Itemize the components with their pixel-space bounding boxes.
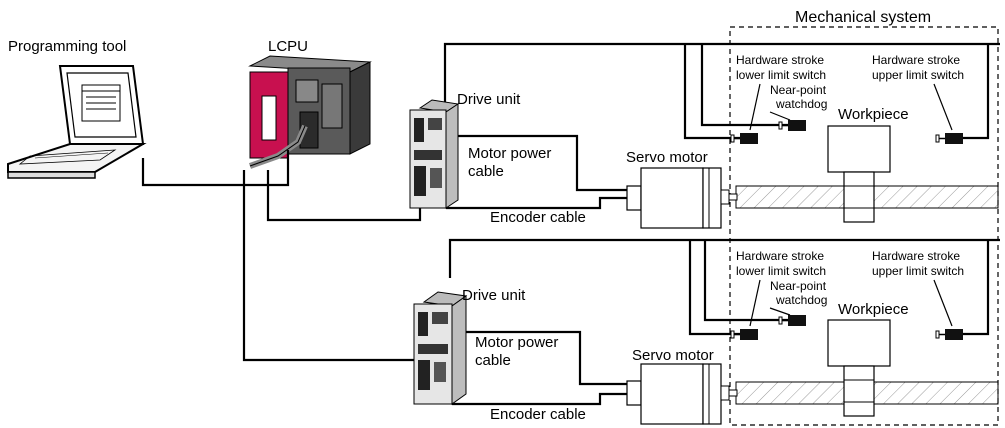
drive-unit-2-label: Drive unit [462,287,526,304]
near-point-2-label-2: watchdog [775,293,827,307]
motor-power-cable-1-label: Motor power [468,145,551,162]
workpiece-1-icon [827,125,891,223]
programming-cable [141,150,290,187]
limit-switch-wire-1 [443,42,1000,108]
upper-limit-switch-1-label-2: upper limit switch [872,68,964,82]
near-point-dog-1-icon [778,119,807,132]
axis-1: Drive unit Motor power cable Encoder cab… [409,42,1000,229]
motor-power-cable-2-label: Motor power [475,334,558,351]
plc-to-drive1-wire [266,170,422,222]
near-point-2-label: Near-point [770,279,827,293]
motor-power-cable-1 [458,134,640,192]
servo-motor-1-icon [626,167,730,229]
plc-unit-icon [248,55,372,159]
mechanical-system-label: Mechanical system [795,9,931,26]
upper-limit-switch-1-icon [935,132,964,145]
encoder-cable-2-label: Encoder cable [490,406,586,423]
limit-switch-wire-2 [448,238,1000,278]
axis-2: Drive unit Motor power cable Encoder cab… [413,238,1000,425]
laptop-icon [7,65,147,179]
upper-limit-switch-2-icon [935,328,964,341]
encoder-cable-1 [446,196,628,210]
lower-limit-switch-2-icon [730,328,759,341]
motor-power-cable-1-label-2: cable [468,163,504,180]
near-point-dog-2-icon [778,314,807,327]
lower-limit-switch-1-icon [730,132,759,145]
upper-limit-switch-2-label: Hardware stroke [872,249,960,263]
lower-limit-switch-2-label: Hardware stroke [736,249,824,263]
programming-tool-label: Programming tool [8,38,126,55]
encoder-cable-2 [452,392,628,406]
servo-motor-2-label: Servo motor [632,347,714,364]
servo-motor-2-icon [626,363,730,425]
near-point-1-label: Near-point [770,83,827,97]
lower-limit-switch-1-label-2: lower limit switch [736,68,826,82]
plc-to-drive2-wire [242,170,422,362]
encoder-cable-1-label: Encoder cable [490,209,586,226]
near-point-1-label-2: watchdog [775,97,827,111]
drive-unit-2-icon [413,291,468,405]
lower-limit-switch-2-label-2: lower limit switch [736,264,826,278]
workpiece-2-label: Workpiece [838,301,909,318]
drive-unit-1-label: Drive unit [457,91,521,108]
upper-limit-switch-2-label-2: upper limit switch [872,264,964,278]
plc-label: LCPU [268,38,308,55]
workpiece-1-label: Workpiece [838,106,909,123]
workpiece-2-icon [827,319,891,417]
upper-limit-switch-1-label: Hardware stroke [872,53,960,67]
servo-motor-1-label: Servo motor [626,149,708,166]
lower-limit-switch-1-label: Hardware stroke [736,53,824,67]
motor-power-cable-2 [466,330,640,386]
motor-power-cable-2-label-2: cable [475,352,511,369]
drive-unit-1-icon [409,99,460,209]
